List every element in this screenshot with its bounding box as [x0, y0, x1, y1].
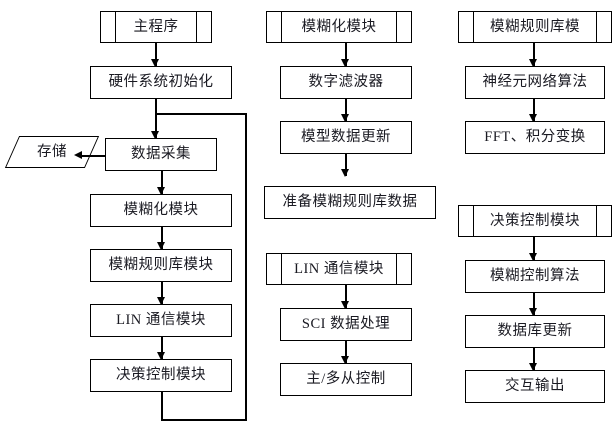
- node-label: 数字滤波器: [308, 74, 384, 91]
- connector-c1n4-c1n5: [161, 227, 163, 249]
- arrowhead-c2n1-c2n2: [341, 59, 350, 67]
- connector-c5n2-c5n3: [533, 293, 535, 315]
- feedback-loop-segment-join: [155, 113, 247, 115]
- node-fuzzify-c1[interactable]: 模糊化模块: [90, 194, 232, 227]
- node-decision-module-header[interactable]: 决策控制模块: [458, 205, 612, 237]
- arrowhead-c5n3-c5n4: [529, 363, 538, 371]
- node-label: 神经元网络算法: [482, 74, 588, 91]
- node-neural-network-algorithm[interactable]: 神经元网络算法: [465, 66, 605, 99]
- node-main-program[interactable]: 主程序: [100, 11, 212, 43]
- node-lin-module-header[interactable]: LIN 通信模块: [266, 253, 412, 285]
- connector-c5n3-c5n4: [533, 348, 535, 370]
- connector-c4n1-c4n2: [533, 43, 535, 66]
- node-rulebase-module-header[interactable]: 模糊规则库模: [458, 11, 612, 43]
- node-prepare-rulebase-data[interactable]: 准备模糊规则库数据: [264, 186, 436, 219]
- connector-c1n1-c1n2: [155, 43, 157, 66]
- node-label: 存储: [37, 143, 67, 160]
- node-digital-filter[interactable]: 数字滤波器: [280, 66, 412, 99]
- arrowhead-c1n5-c1n6: [157, 297, 166, 305]
- node-label: 模糊化模块: [301, 18, 377, 35]
- node-label: 准备模糊规则库数据: [282, 194, 418, 211]
- arrowhead-c1n4-c1n5: [157, 242, 166, 250]
- node-label: 模糊规则库模块: [108, 257, 214, 274]
- node-model-data-update[interactable]: 模型数据更新: [280, 121, 412, 154]
- feedback-loop-segment-right: [161, 419, 247, 421]
- connector-c1n3-c1n4: [161, 171, 163, 194]
- connector-c1n5-c1n6: [161, 282, 163, 304]
- node-sci-data-processing[interactable]: SCI 数据处理: [280, 308, 412, 341]
- node-label: 模糊控制算法: [490, 268, 580, 285]
- node-master-multi-slave-control[interactable]: 主/多从控制: [280, 363, 412, 396]
- node-label: 数据库更新: [497, 323, 573, 340]
- arrowhead-c4n1-c4n2: [529, 59, 538, 67]
- arrowhead-c1n2-c1n3: [151, 131, 160, 139]
- node-label: 模糊规则库模: [490, 18, 580, 35]
- node-storage[interactable]: 存储: [4, 136, 100, 168]
- node-decision-c1[interactable]: 决策控制模块: [90, 359, 232, 392]
- arrowhead-c1n1-c1n2: [151, 59, 160, 67]
- node-label: LIN 通信模块: [116, 312, 206, 329]
- feedback-loop-segment-up: [245, 113, 247, 421]
- connector-c5n1-c5n2: [533, 237, 535, 260]
- node-interactive-output[interactable]: 交互输出: [465, 370, 605, 403]
- node-database-update[interactable]: 数据库更新: [465, 315, 605, 348]
- connector-c1n3-storage: [82, 155, 105, 157]
- node-label: 主程序: [133, 18, 179, 35]
- arrowhead-c2n3-c2n4: [341, 169, 350, 177]
- node-label: 决策控制模块: [116, 367, 206, 384]
- arrowhead-c1n3-c1n4: [157, 187, 166, 195]
- node-label: 硬件系统初始化: [108, 74, 214, 91]
- arrowhead-c3n2-c3n3: [341, 356, 350, 364]
- node-label: 模型数据更新: [301, 129, 391, 146]
- connector-c3n1-c3n2: [345, 285, 347, 308]
- connector-c2n2-c2n3: [345, 99, 347, 121]
- node-label: 决策控制模块: [490, 212, 580, 229]
- node-label: FFT、积分变换: [484, 129, 586, 146]
- node-label: 交互输出: [505, 378, 565, 395]
- node-label: SCI 数据处理: [301, 316, 391, 333]
- arrowhead-c3n1-c3n2: [341, 301, 350, 309]
- connector-c2n3-c2n4: [345, 154, 347, 176]
- node-data-acquisition[interactable]: 数据采集: [105, 138, 217, 171]
- arrowhead-c1n6-c1n7: [157, 352, 166, 360]
- node-fft-integral-transform[interactable]: FFT、积分变换: [465, 121, 605, 154]
- node-label: 主/多从控制: [306, 371, 386, 388]
- connector-c2n1-c2n2: [345, 43, 347, 66]
- node-hardware-init[interactable]: 硬件系统初始化: [90, 66, 232, 99]
- node-fuzzify-module-header[interactable]: 模糊化模块: [266, 11, 412, 43]
- connector-c1n6-c1n7: [161, 337, 163, 359]
- feedback-loop-segment-down: [161, 392, 163, 421]
- arrowhead-c2n2-c2n3: [341, 114, 350, 122]
- connector-c1n2-c1n3: [155, 99, 157, 138]
- arrowhead-c1n3-storage: [74, 151, 82, 160]
- node-label: 数据采集: [131, 146, 191, 163]
- node-rulebase-c1[interactable]: 模糊规则库模块: [90, 249, 232, 282]
- connector-c4n2-c4n3: [533, 99, 535, 121]
- arrowhead-c5n1-c5n2: [529, 253, 538, 261]
- node-label: 模糊化模块: [123, 202, 199, 219]
- connector-c3n2-c3n3: [345, 341, 347, 363]
- node-lin-c1[interactable]: LIN 通信模块: [90, 304, 232, 337]
- arrowhead-c4n2-c4n3: [529, 114, 538, 122]
- arrowhead-c5n2-c5n3: [529, 308, 538, 316]
- node-fuzzy-control-algorithm[interactable]: 模糊控制算法: [465, 260, 605, 293]
- node-label: LIN 通信模块: [294, 260, 384, 277]
